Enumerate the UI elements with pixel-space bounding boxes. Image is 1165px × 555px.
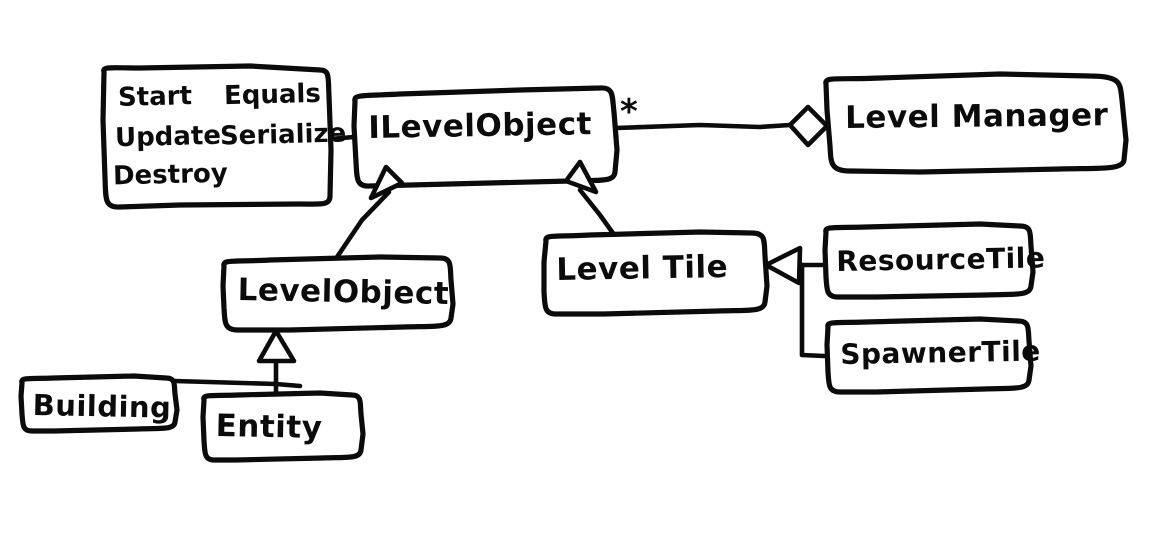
generalization-arrowhead-leveltile (563, 159, 599, 195)
methods-note-box (100, 63, 334, 210)
method-label-serialize: Serialize (219, 118, 347, 152)
connector-levelobject-to-ilevelobject (330, 189, 392, 266)
spawnertile-box (824, 316, 1034, 395)
method-label-equals: Equals (223, 78, 322, 112)
entity-box (200, 390, 366, 463)
ilevelobject-box (351, 85, 620, 189)
levelmanager-box (823, 71, 1129, 175)
building-box (18, 373, 180, 434)
generalization-arrowhead-tiles (763, 245, 803, 286)
aggregation-diamond (787, 104, 830, 148)
method-label-start: Start (117, 81, 193, 113)
generalization-arrowhead-levelobject (368, 164, 405, 201)
method-label-destroy: Destroy (112, 158, 229, 192)
multiplicity-label: * (620, 92, 638, 132)
method-label-update: Update (114, 120, 222, 154)
connector-building-entity-bar (172, 378, 303, 389)
connector-methods-to-ilevelobject (327, 134, 357, 142)
connector-ilevelobject-to-levelmanager (613, 122, 793, 131)
generalization-arrowhead-levelobject-children (256, 328, 297, 364)
connector-tiles-trunk (799, 262, 827, 359)
levelobject-box (220, 254, 456, 333)
leveltile-box (541, 229, 770, 317)
resourcetile-box (822, 221, 1036, 300)
